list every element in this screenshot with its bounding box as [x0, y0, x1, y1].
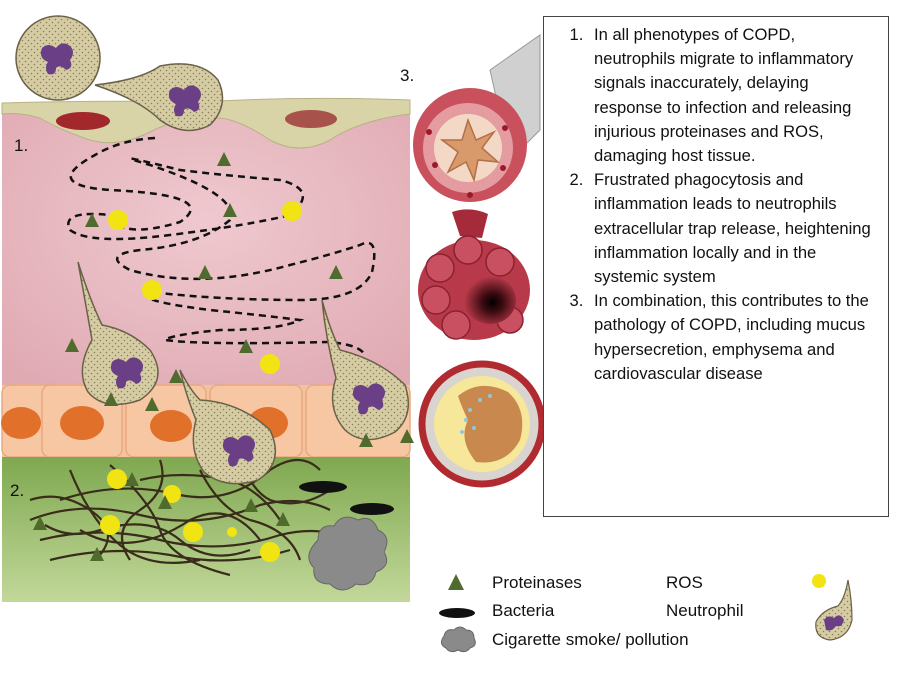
panel-label-1: 1. [14, 136, 29, 155]
neutrophil [179, 369, 277, 485]
neutrophil [94, 63, 224, 132]
panel-label-2: 2. [10, 481, 25, 500]
neutrophil [77, 261, 159, 406]
migration-path [67, 136, 376, 356]
legend-bacteria-label: Bacteria [492, 601, 555, 620]
proteinase-triangles [33, 152, 414, 561]
legend-smoke-label: Cigarette smoke/ pollution [492, 630, 689, 649]
legend-neutrophil-label: Neutrophil [666, 601, 744, 620]
panel-label-3: 3. [400, 66, 415, 85]
neutrophil [321, 299, 410, 441]
ros-dots [100, 201, 302, 562]
explanation-point-3: In combination, this contributes to the … [588, 289, 876, 386]
endothelial-nucleus [285, 110, 337, 128]
explanation-point-1: In all phenotypes of COPD, neutrophils m… [588, 23, 876, 168]
legend-proteinases-label: Proteinases [492, 573, 582, 592]
airway-cross-section-icon [413, 34, 541, 202]
endothelial-nucleus [56, 112, 110, 130]
artery-plaque-icon [418, 360, 546, 488]
ros-dot-icon [812, 574, 826, 588]
neutrophil-icon [815, 579, 853, 641]
proteinase-triangle-icon [448, 574, 464, 590]
legend-ros-label: ROS [666, 573, 703, 592]
explanation-box: In all phenotypes of COPD, neutrophils m… [543, 16, 889, 517]
net-fibres [29, 454, 351, 577]
alveoli-emphysema-icon [418, 209, 530, 340]
bacteria [350, 503, 394, 515]
bacteria-oval-icon [439, 608, 475, 618]
neutrophil [15, 15, 101, 101]
bacteria [299, 481, 347, 493]
explanation-point-2: Frustrated phagocytosis and inflammation… [588, 168, 876, 289]
smoke-cloud-icon [440, 626, 476, 653]
explanation-list: In all phenotypes of COPD, neutrophils m… [554, 23, 876, 386]
smoke-cloud [308, 516, 388, 591]
lung-tissue [2, 108, 410, 393]
